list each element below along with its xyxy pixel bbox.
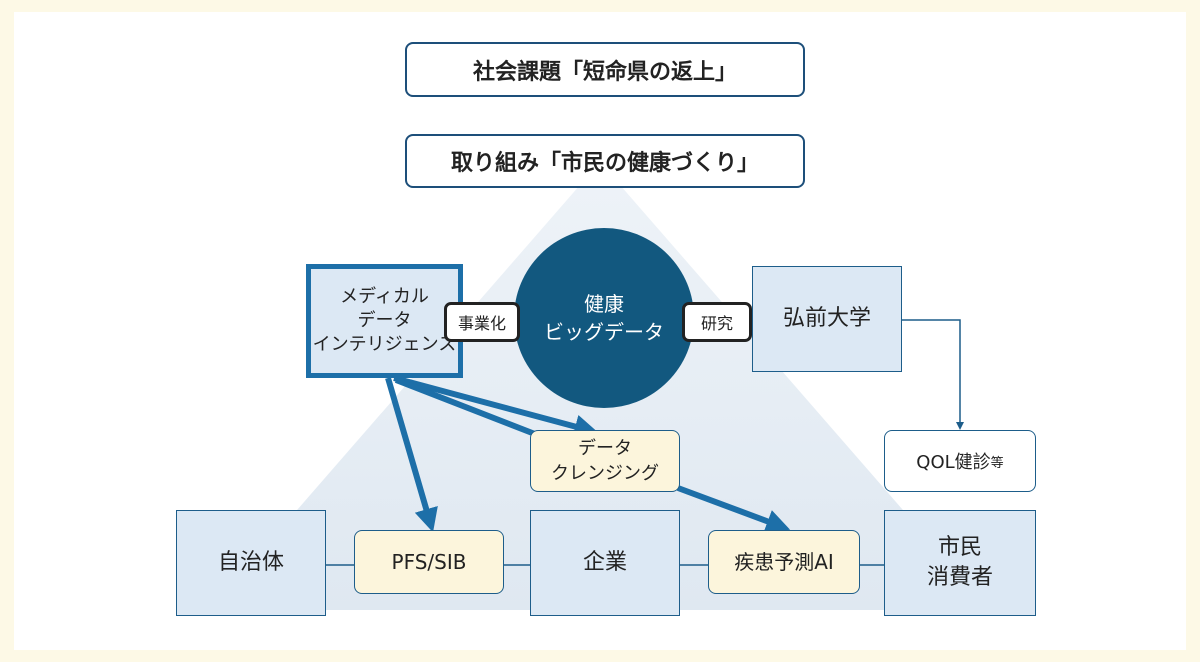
arrow-mdi-to-ai — [394, 377, 542, 439]
citizens-line-2: 消費者 — [926, 565, 993, 590]
commercialization-tag: 事業化 — [444, 302, 520, 342]
pfs-sib-box: PFS/SIB — [354, 530, 504, 594]
citizens-line-1: 市民 — [937, 535, 982, 561]
arrow-mdi-to-pfs — [385, 377, 438, 533]
citizens-consumers-box: 市民 消費者 — [884, 510, 1036, 616]
company-box: 企業 — [530, 510, 680, 616]
health-big-data-hub: 健康 ビッグデータ — [514, 228, 694, 408]
municipality-box: 自治体 — [176, 510, 326, 616]
disease-prediction-ai-box: 疾患予測AI — [708, 530, 860, 594]
initiative-banner: 取り組み「市民の健康づくり」 — [405, 134, 805, 188]
mdi-line-3: インテリジェンス — [312, 334, 457, 356]
qol-checkup-box: QOL健診等 — [884, 430, 1036, 492]
hub-line-1: 健康 — [584, 292, 624, 316]
qol-suffix-label: 等 — [990, 455, 1004, 471]
mdi-line-2: データ — [357, 309, 412, 331]
link-university-qol — [902, 319, 964, 430]
arrow-cleansing-to-ai — [676, 485, 791, 533]
medical-data-intelligence-box: メディカル データ インテリジェンス — [306, 264, 463, 378]
cleansing-line-2: クレンジング — [551, 463, 659, 484]
cleansing-line-1: データ — [578, 437, 632, 459]
arrow-mdi-to-cleansing — [393, 375, 599, 439]
qol-main-label: QOL健診 — [916, 452, 991, 473]
hub-line-2: ビッグデータ — [544, 320, 664, 344]
data-cleansing-box: データ クレンジング — [530, 430, 680, 492]
mdi-line-1: メディカル — [340, 285, 429, 307]
hirosaki-university-box: 弘前大学 — [752, 266, 902, 372]
social-issue-banner: 社会課題「短命県の返上」 — [405, 42, 805, 97]
research-tag: 研究 — [682, 302, 752, 342]
diagram-canvas: 社会課題「短命県の返上」 取り組み「市民の健康づくり」 メディカル データ イン… — [14, 12, 1186, 650]
